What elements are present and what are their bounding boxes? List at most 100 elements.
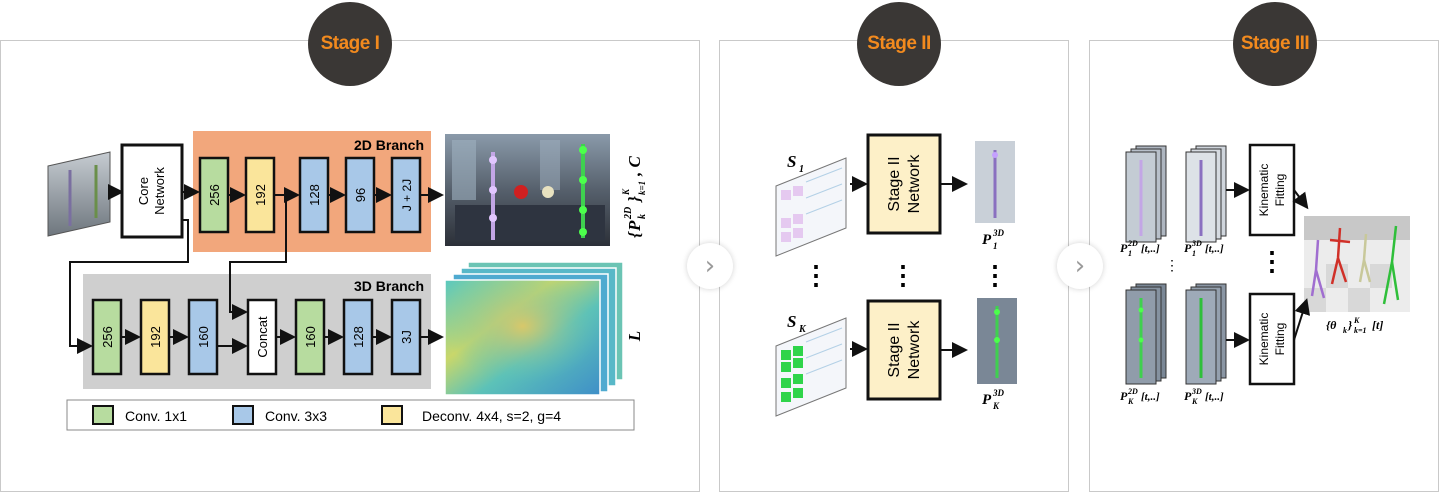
legend-swatch-conv3x3 <box>232 405 254 425</box>
stage3-dots-small: ⋮ <box>1165 257 1179 273</box>
svg-text:Network: Network <box>906 154 923 214</box>
svg-text:K: K <box>1191 397 1198 406</box>
label-p3d-k: P 3D K [t,..] <box>1184 387 1224 406</box>
block-2d-192 <box>244 156 276 234</box>
block-2d-j2j <box>390 156 422 234</box>
block-3d-160b <box>294 298 326 376</box>
svg-text:[t,..]: [t,..] <box>1141 243 1160 255</box>
svg-text:Fitting: Fitting <box>1273 323 1287 356</box>
svg-text:3D: 3D <box>1191 239 1202 248</box>
svg-text:[t,..]: [t,..] <box>1205 391 1224 403</box>
legend-label-conv3x3: Conv. 3x3 <box>265 408 327 424</box>
svg-text:J + 2J: J + 2J <box>400 179 414 211</box>
svg-text:{θ: {θ <box>1326 318 1337 332</box>
stage2-panel <box>719 40 1069 492</box>
stage3-badge: Stage III <box>1233 2 1317 86</box>
output-2d-image <box>445 134 610 246</box>
svg-text:160: 160 <box>303 326 318 348</box>
svg-text:128: 128 <box>307 184 322 206</box>
svg-text:k: k <box>637 214 648 219</box>
core-network-box <box>120 143 184 239</box>
core-network-label: Core <box>136 177 151 205</box>
label-p2d-k: P 2D K [t,..] <box>1120 387 1160 406</box>
sk-label: S <box>787 312 796 331</box>
stack-2d-1 <box>1125 145 1167 243</box>
svg-text:, C: , C <box>625 156 644 178</box>
svg-text:P: P <box>1120 241 1128 255</box>
svg-text:K: K <box>1353 316 1360 325</box>
svg-text:256: 256 <box>207 184 222 206</box>
svg-text:P: P <box>1120 389 1128 403</box>
stage2-network-bottom <box>866 299 942 401</box>
s1-label: S <box>787 152 796 171</box>
svg-text:[t,..]: [t,..] <box>1205 243 1224 255</box>
s1-input-grid <box>775 157 847 257</box>
svg-text:192: 192 <box>148 326 163 348</box>
pk-3d-image <box>977 298 1017 384</box>
svg-text:2D: 2D <box>623 207 634 220</box>
stage2-dots-right: ⋮ <box>982 260 1008 290</box>
svg-text:96: 96 <box>353 188 368 202</box>
svg-text:P: P <box>1184 241 1192 255</box>
branch-3d-label: 3D Branch <box>354 278 424 294</box>
next-chevron-icon-1[interactable]: › <box>687 243 733 289</box>
pk-3d-label: P <box>982 392 992 408</box>
svg-text:Network: Network <box>152 167 167 215</box>
svg-text:Stage II: Stage II <box>886 322 903 377</box>
p1-3d-image <box>975 141 1015 223</box>
svg-text:k: k <box>1343 326 1347 335</box>
kinematic-fitting-bottom <box>1248 292 1296 386</box>
svg-text:}: } <box>625 196 644 203</box>
output-2d-label: { P 2D k } K k=1 , C <box>621 156 648 239</box>
p1-3d-label: P <box>982 232 992 248</box>
svg-text:k=1: k=1 <box>637 181 647 195</box>
stack-2d-k <box>1125 283 1167 385</box>
label-p2d-1: P 2D 1 [t,..] <box>1120 239 1160 258</box>
svg-text:}: } <box>1347 318 1353 332</box>
stack-3d-k <box>1185 283 1227 385</box>
svg-text:1: 1 <box>1128 249 1132 258</box>
svg-text:2D: 2D <box>1127 239 1138 248</box>
svg-text:k=1: k=1 <box>1354 326 1367 335</box>
block-3d-160a <box>187 298 219 376</box>
svg-text:3D: 3D <box>1191 387 1202 396</box>
legend: Conv. 1x1 Conv. 3x3 Deconv. 4x4, s=2, g=… <box>66 399 635 431</box>
legend-swatch-conv1x1 <box>92 405 114 425</box>
svg-text:K: K <box>1127 397 1134 406</box>
svg-text:Stage II: Stage II <box>886 156 903 211</box>
sk-input-grid <box>775 317 847 417</box>
svg-text:256: 256 <box>100 326 115 348</box>
svg-text:Fitting: Fitting <box>1273 174 1287 207</box>
svg-text:K: K <box>798 324 807 335</box>
legend-swatch-deconv <box>381 405 403 425</box>
svg-text:[t,..]: [t,..] <box>1141 391 1160 403</box>
input-image <box>47 151 111 237</box>
stack-3d-1 <box>1185 145 1227 243</box>
svg-text:[t]: [t] <box>1372 318 1383 332</box>
stage2-dots-mid: ⋮ <box>890 260 916 290</box>
stage1-badge: Stage I <box>308 2 392 86</box>
branch-2d-label: 2D Branch <box>354 137 424 153</box>
svg-text:Kinematic: Kinematic <box>1257 164 1271 217</box>
svg-text:1: 1 <box>1192 249 1196 258</box>
svg-text:1: 1 <box>993 241 998 251</box>
svg-text:{: { <box>625 231 644 238</box>
svg-text:1: 1 <box>799 164 804 175</box>
next-chevron-icon-2[interactable]: › <box>1057 243 1103 289</box>
theta-label: {θ k } K k=1 [t] <box>1326 316 1383 335</box>
block-3d-256 <box>91 298 123 376</box>
label-p3d-1: P 3D 1 [t,..] <box>1184 239 1224 258</box>
output-3d-heatmap <box>444 261 624 396</box>
svg-text:3J: 3J <box>399 330 414 344</box>
stage2-dots-left: ⋮ <box>803 260 829 290</box>
svg-text:2D: 2D <box>1127 387 1138 396</box>
legend-label-deconv: Deconv. 4x4, s=2, g=4 <box>422 408 561 424</box>
block-3d-3j <box>390 298 422 376</box>
skeleton-result <box>1304 216 1410 312</box>
svg-text:K: K <box>992 401 1000 411</box>
svg-text:192: 192 <box>253 184 268 206</box>
svg-text:P: P <box>625 220 644 232</box>
svg-text:160: 160 <box>196 326 211 348</box>
svg-text:Concat: Concat <box>255 316 270 358</box>
